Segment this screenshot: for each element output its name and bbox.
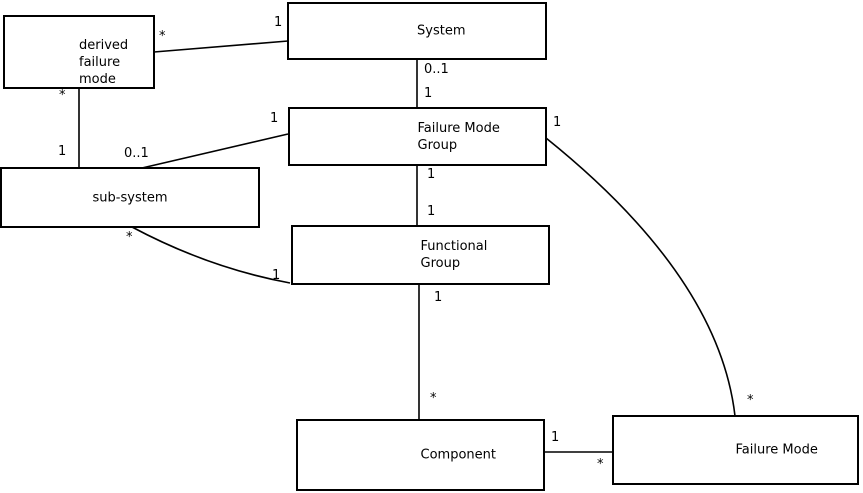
entity-label: Failure Mode Group (418, 120, 500, 154)
multiplicity-label: 0..1 (424, 62, 449, 77)
multiplicity-label: * (597, 457, 604, 472)
entity-label-line: System (417, 23, 466, 39)
association-line-sub-system-failure-mode-group (141, 133, 289, 169)
multiplicity-label: * (59, 88, 66, 103)
entity-component[interactable]: Component (296, 419, 545, 491)
entity-failure-mode[interactable]: Failure Mode (612, 415, 859, 485)
entity-label-line: Component (420, 447, 496, 463)
entity-label: sub-system (93, 189, 168, 206)
association-line-sub-system-functional-group (131, 226, 291, 284)
multiplicity-label: 1 (551, 430, 560, 445)
entity-label: Component (421, 447, 496, 464)
entity-label: derived failure mode (79, 37, 128, 88)
entity-label-line: mode (79, 72, 116, 87)
entity-label-line: failure (79, 55, 121, 70)
multiplicity-label: 1 (270, 111, 279, 126)
entity-label: Functional Group (421, 238, 488, 272)
entity-failure-mode-group[interactable]: Failure Mode Group (288, 107, 547, 166)
entity-functional-group[interactable]: Functional Group (291, 225, 550, 285)
multiplicity-label: * (430, 391, 437, 406)
multiplicity-label: 1 (427, 204, 436, 219)
multiplicity-label: 0..1 (124, 146, 149, 161)
entity-label-line: Group (420, 256, 461, 271)
entity-sub-system[interactable]: sub-system (0, 167, 260, 228)
multiplicity-label: 1 (274, 15, 283, 30)
entity-label-line: Functional (420, 239, 488, 254)
entity-label: System (417, 23, 465, 40)
multiplicity-label: 1 (58, 144, 67, 159)
entity-label-line: Failure Mode (417, 120, 500, 136)
entity-derived-failure-mode[interactable]: derived failure mode (3, 15, 155, 89)
entity-label-line: derived (79, 38, 129, 53)
multiplicity-label: 1 (427, 167, 436, 182)
entity-label-line: Group (417, 137, 458, 153)
entity-system[interactable]: System (287, 2, 547, 60)
multiplicity-label: 1 (424, 86, 433, 101)
multiplicity-label: 1 (272, 268, 281, 283)
multiplicity-label: * (159, 29, 166, 44)
multiplicity-label: * (126, 230, 133, 245)
entity-label: Failure Mode (736, 442, 818, 459)
multiplicity-label: 1 (553, 115, 562, 130)
entity-label-line: Failure Mode (735, 442, 818, 458)
multiplicity-label: * (747, 393, 754, 408)
entity-label-line: sub-system (92, 190, 168, 205)
association-line-failure-mode-group-failure-mode (545, 137, 736, 417)
multiplicity-label: 1 (434, 290, 443, 305)
association-line-derived-failure-mode-system (153, 40, 289, 53)
